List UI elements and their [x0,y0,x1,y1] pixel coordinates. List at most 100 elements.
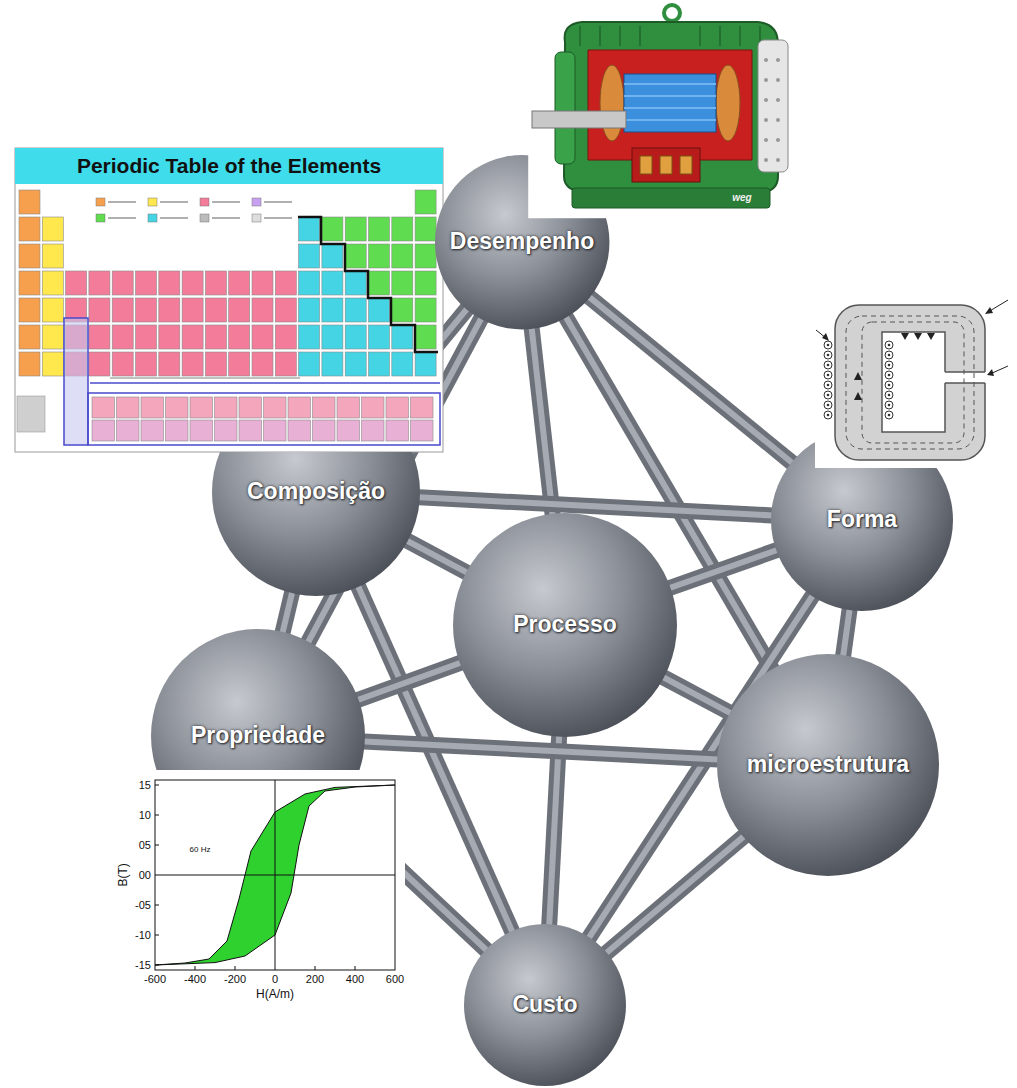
eye-bolt [664,5,680,21]
periodic-table-picture [15,148,443,452]
element-cell [369,271,390,295]
rod-connector [407,541,467,573]
tick-label: -400 [184,973,206,986]
rod-body [364,741,718,759]
tick-label: 10 [139,809,151,822]
cutaway [588,50,752,160]
element-cell [42,217,63,241]
element-cell [190,397,213,418]
air-gap [944,372,988,383]
element-cell [392,217,413,241]
element-cell [159,352,180,376]
tick-label: -10 [135,929,151,942]
element-cell [392,244,413,268]
flux-line [862,322,964,443]
cooling-fins [580,26,760,46]
table-title-bar [15,148,443,184]
element-cell [159,271,180,295]
element-cell [190,420,213,441]
element-cell [275,352,296,376]
rod-body [549,736,559,925]
element-cell [229,325,250,349]
element-cell [19,217,40,241]
element-cell [411,397,434,418]
element-cell [42,352,63,376]
element-cell [112,325,133,349]
rod-shine [549,736,559,925]
element-cell [159,298,180,322]
element-cell [205,271,226,295]
rod-body [843,609,850,656]
element-cell [205,352,226,376]
element-cell [415,298,436,322]
element-cell [322,325,343,349]
element-cell [299,271,320,295]
element-cell [299,217,320,241]
table-key-line [108,201,136,203]
curve-label: 60 Hz [190,845,211,854]
tick-label: 05 [139,839,151,852]
brand-logo: weg [732,192,751,204]
element-cell [252,298,273,322]
element-cell [66,271,87,295]
axis-line [155,875,395,876]
element-cell [415,244,436,268]
element-cell [19,325,40,349]
element-cell [42,325,63,349]
element-cell [415,271,436,295]
coil [824,341,893,419]
rod-connector [549,736,559,925]
element-cell [42,271,63,295]
element-cell [136,298,157,322]
element-cell [415,217,436,241]
table-title: Periodic Table of the Elements [77,154,381,178]
rotor-bars [624,84,716,120]
rod-shine [419,497,772,515]
sphere-node: Propriedade [150,628,366,844]
element-cell [205,298,226,322]
terminals [640,156,692,174]
table-key-line [160,217,188,219]
rod-shine [283,592,293,633]
element-cell [42,298,63,322]
element-cell [275,271,296,295]
rod-connector [532,328,553,515]
tick-label: 0 [272,973,278,986]
element-cell [392,271,413,295]
table-key-line [264,201,292,203]
sphere-node: Custo [463,923,627,1087]
rod-connector [663,677,731,713]
element-cell [182,271,203,295]
element-cell [205,325,226,349]
table-key-swatch [96,198,105,206]
element-cell [19,298,40,322]
element-cell [345,352,366,376]
element-cell [322,352,343,376]
element-cell [136,352,157,376]
table-key-line [212,217,240,219]
table-note [110,377,300,379]
flux-line [846,316,974,449]
element-cell [369,244,390,268]
element-cell [299,325,320,349]
node-label: Forma [827,506,897,534]
element-cell [89,271,110,295]
element-cell [92,420,115,441]
element-cell [112,298,133,322]
rod-body [663,677,731,713]
rod-body [532,328,553,515]
table-key-swatch [148,214,157,222]
element-cell [215,397,238,418]
element-cell [322,298,343,322]
element-cell [299,244,320,268]
rod-body [670,550,777,588]
core-window [882,332,945,432]
element-cell [345,271,366,295]
rod-body [407,541,467,573]
element-cell [345,217,366,241]
element-cell [369,298,390,322]
flux-arrows [854,333,935,400]
rod-connector [358,663,461,700]
element-cell [141,397,164,418]
sphere [464,924,626,1086]
